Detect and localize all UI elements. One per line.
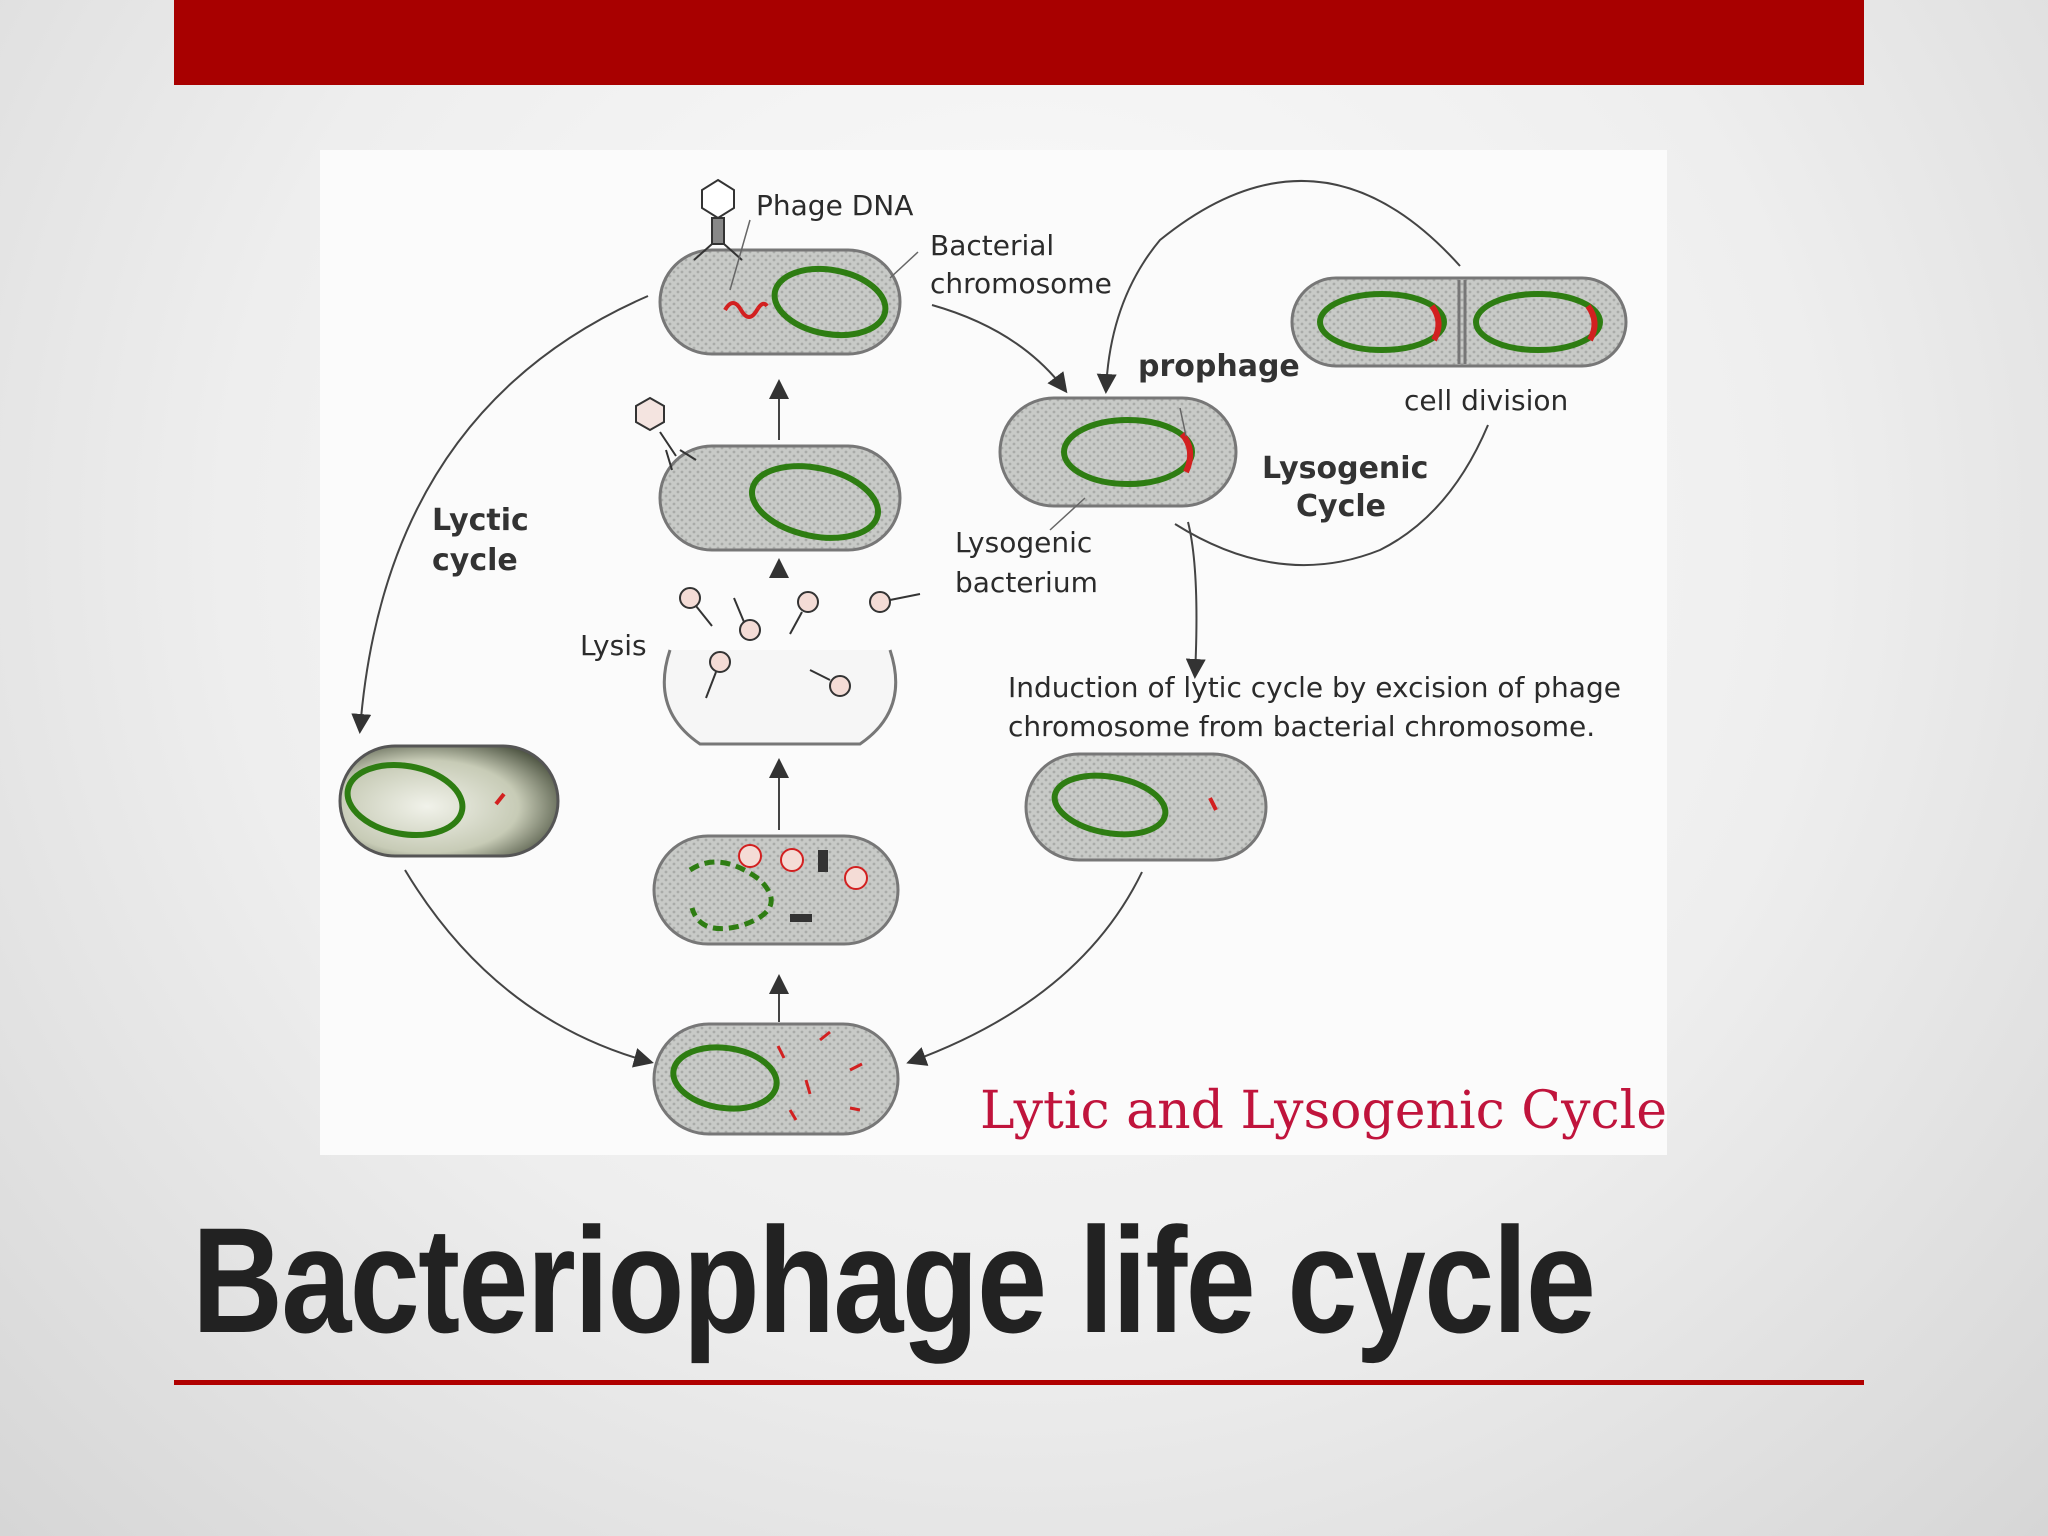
label-lytic-cycle-2: cycle [432, 543, 518, 578]
label-lysogenic-bacterium-2: bacterium [955, 566, 1098, 599]
dividing-cells [1290, 276, 1628, 368]
bottom-cell [652, 1022, 900, 1136]
label-phage-dna: Phage DNA [756, 189, 913, 222]
phage-icon [635, 396, 697, 471]
label-lysogenic-bacterium-1: Lysogenic [955, 526, 1092, 559]
lysed-cell [662, 649, 898, 746]
label-induction-2: chromosome from bacterial chromosome. [1008, 710, 1595, 743]
label-prophage: prophage [1138, 349, 1300, 384]
label-bacterial-chromosome-2: chromosome [930, 267, 1112, 300]
slide-title: Bacteriophage life cycle [192, 1196, 1596, 1364]
label-lysis: Lysis [580, 629, 647, 662]
label-lytic-cycle-1: Lyctic [432, 503, 529, 538]
label-bacterial-chromosome-1: Bacterial [930, 229, 1054, 262]
lifecycle-diagram: Phage DNA Bacterial chromosome Lysis [320, 150, 1667, 1155]
phage-dna-cell-left [338, 744, 560, 858]
label-cell-division: cell division [1404, 384, 1568, 417]
figure-title: Lytic and Lysogenic Cycles [980, 1081, 1667, 1141]
cycle-arrows [351, 179, 1489, 1068]
bottom-accent-rule [174, 1380, 1864, 1385]
induced-cell [1024, 752, 1268, 862]
label-lysogenic-cycle-2: Cycle [1296, 489, 1386, 524]
phage-attached-cell [658, 444, 902, 552]
top-accent-bar [174, 0, 1864, 85]
lysogenic-bacterium-cell [998, 396, 1238, 508]
phage-icon [693, 178, 743, 261]
infected-cell [658, 248, 902, 356]
replicating-cell [652, 834, 900, 946]
label-induction-1: Induction of lytic cycle by excision of … [1008, 671, 1621, 704]
label-lysogenic-cycle-1: Lysogenic [1262, 451, 1428, 486]
released-phages [679, 587, 921, 699]
